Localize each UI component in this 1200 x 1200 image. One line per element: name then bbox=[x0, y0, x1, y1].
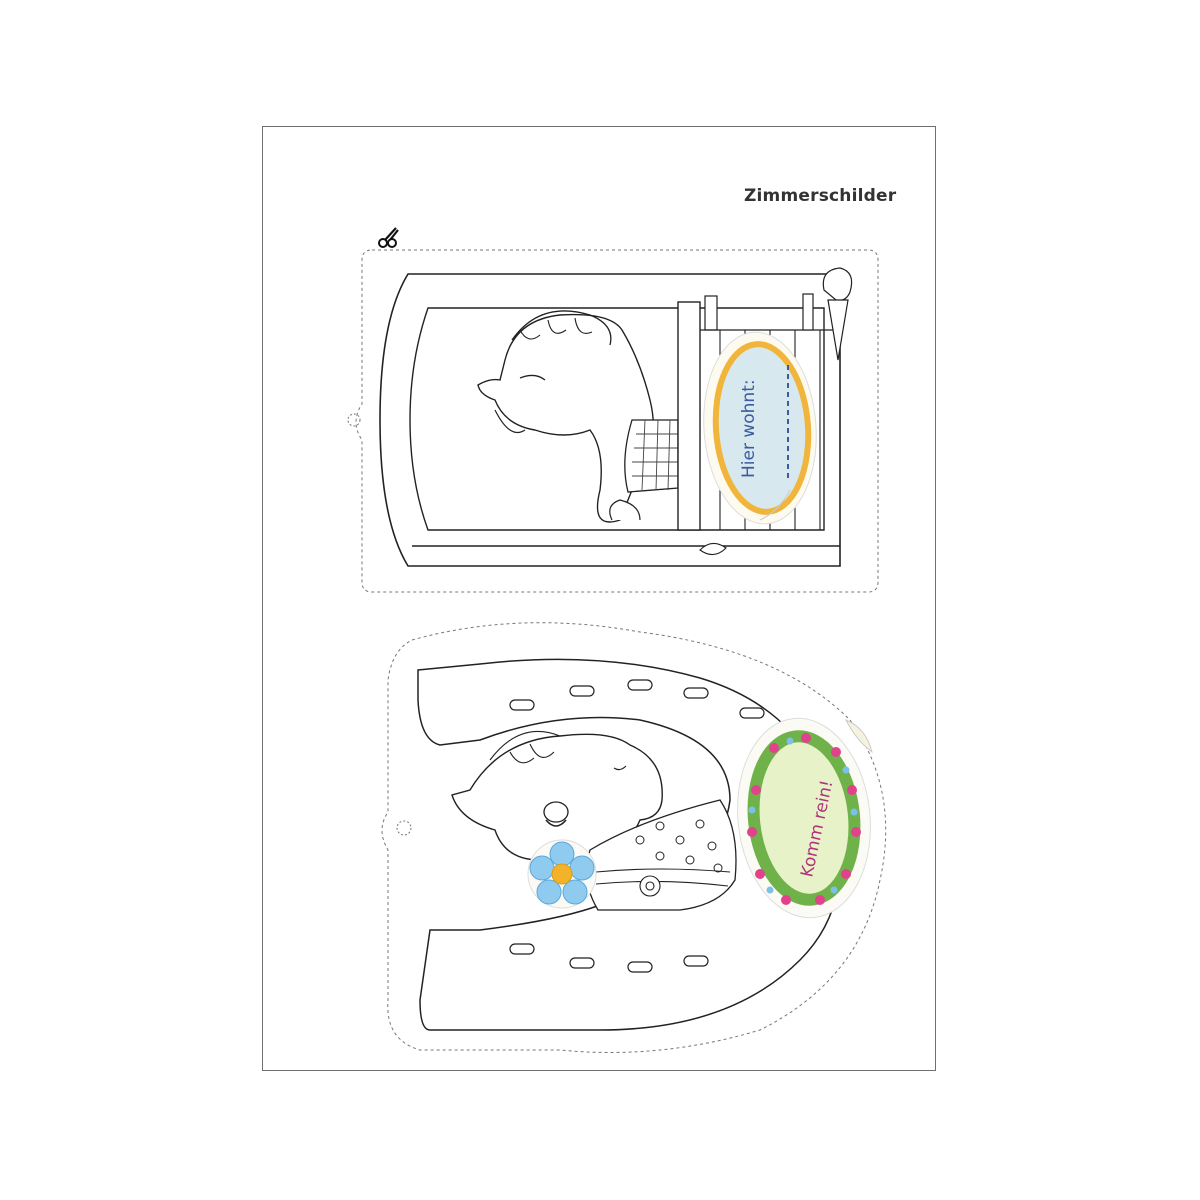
carrot-icon bbox=[822, 267, 853, 361]
name-sticker-text: Hier wohnt: bbox=[739, 379, 759, 478]
blanket-flower bbox=[639, 875, 661, 897]
name-sticker[interactable]: Hier wohnt: bbox=[697, 328, 822, 527]
welcome-sticker[interactable]: Komm rein! bbox=[728, 712, 880, 925]
door-sign[interactable]: Hier wohnt: bbox=[347, 249, 879, 593]
horseshoe-sign[interactable]: Komm rein! bbox=[381, 622, 887, 1053]
punch-hole bbox=[396, 820, 412, 836]
flower-sticker-icon bbox=[527, 839, 597, 909]
scissors-icon bbox=[378, 227, 399, 248]
horseshoe-sign-cutline bbox=[381, 622, 887, 1053]
punch-hole bbox=[347, 413, 361, 427]
door-sign-cutline bbox=[355, 249, 879, 593]
page-title: Zimmerschilder bbox=[744, 186, 897, 206]
